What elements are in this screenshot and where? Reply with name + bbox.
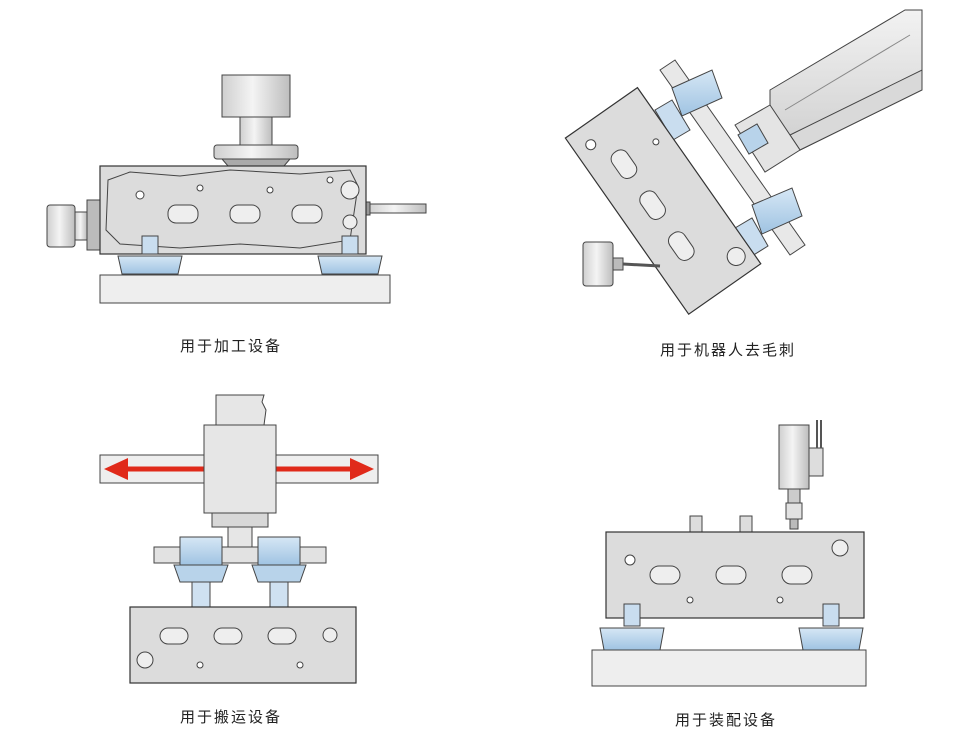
cylinder-head-part-tilted (564, 86, 762, 316)
gripper-left (173, 536, 229, 611)
caption-handling: 用于搬运设备 (180, 708, 283, 726)
clamp-right (317, 235, 383, 275)
clamp-left (599, 603, 665, 651)
drill-icon (361, 201, 427, 216)
caption-machining: 用于加工设备 (180, 337, 283, 355)
bolts (689, 515, 753, 533)
robot-arm-icon (769, 9, 923, 151)
cylinder-head-part (99, 165, 367, 255)
clamp-blocks (654, 69, 803, 257)
clamp-left (117, 235, 183, 275)
cylinder-head-part (129, 606, 357, 684)
gripper-right (251, 536, 307, 611)
assembly-table (591, 649, 867, 687)
gripper-icon (734, 104, 801, 173)
caption-assembly: 用于装配设备 (675, 711, 778, 729)
caption-deburring: 用于机器人去毛刺 (660, 341, 797, 359)
handling-panel (99, 394, 379, 684)
nutrunner-icon (778, 420, 824, 530)
spindle-icon (213, 74, 299, 167)
deburr-tool-icon (582, 241, 661, 287)
cylinder-head-part (605, 531, 865, 619)
machining-panel (46, 74, 427, 304)
assembly-panel (591, 420, 867, 687)
clamp-right (798, 603, 864, 651)
machine-table (99, 274, 391, 304)
deburring-panel (564, 9, 923, 316)
side-spindle-icon (46, 199, 102, 251)
